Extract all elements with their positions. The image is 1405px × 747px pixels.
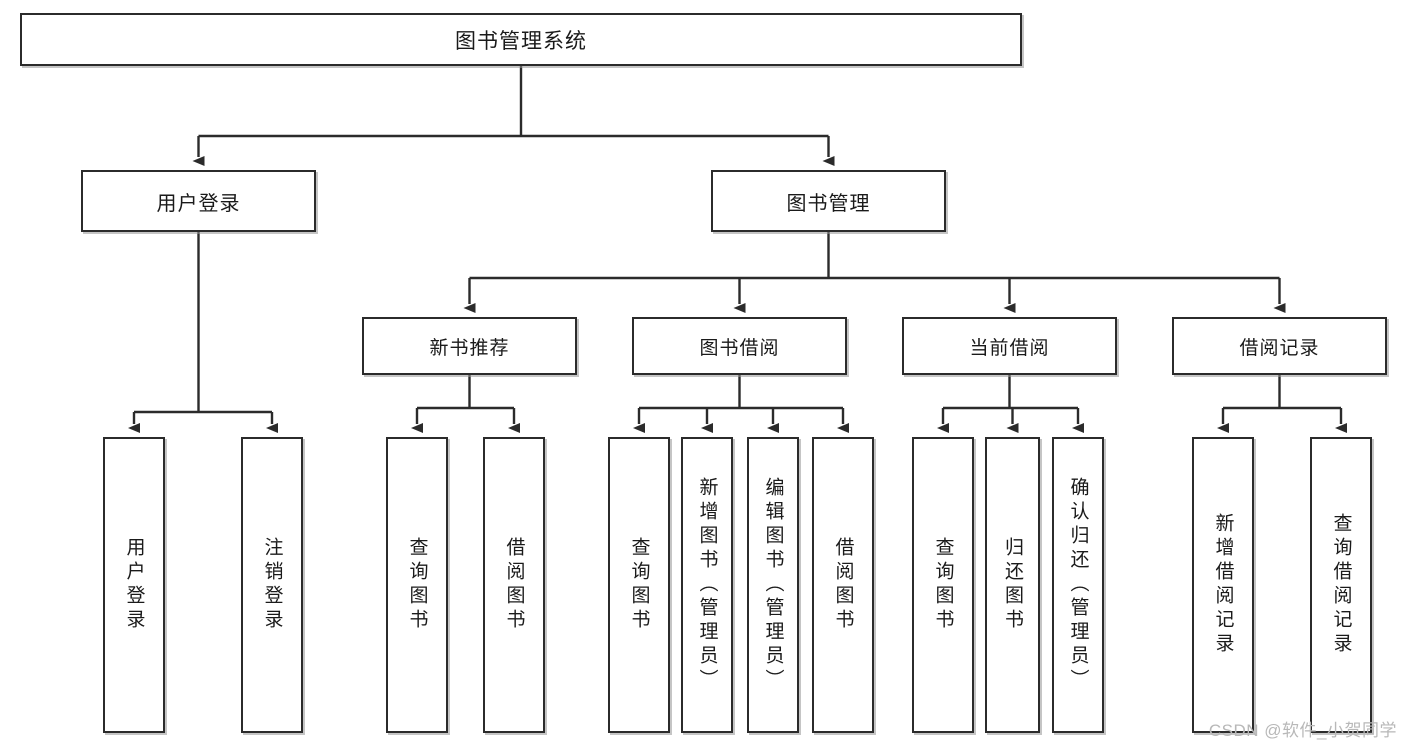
node-label: 新增图书（管理员） — [696, 477, 718, 693]
node-book-manage[interactable]: 图书管理 — [711, 170, 946, 232]
node-leaf-logout[interactable]: 注销登录 — [241, 437, 303, 733]
node-label: 借阅图书 — [503, 537, 525, 633]
node-leaf-borrow-1[interactable]: 借阅图书 — [483, 437, 545, 733]
node-leaf-user-login[interactable]: 用户登录 — [103, 437, 165, 733]
node-leaf-borrow-2[interactable]: 借阅图书 — [812, 437, 874, 733]
node-leaf-query-1[interactable]: 查询图书 — [386, 437, 448, 733]
node-leaf-return[interactable]: 归还图书 — [985, 437, 1040, 733]
node-leaf-confirm[interactable]: 确认归还（管理员） — [1052, 437, 1104, 733]
node-label: 当前借阅 — [969, 337, 1050, 359]
node-root[interactable]: 图书管理系统 — [20, 13, 1022, 66]
node-label: 用户登录 — [123, 537, 145, 633]
node-label: 查询借阅记录 — [1330, 513, 1352, 657]
node-label: 注销登录 — [261, 537, 283, 633]
node-label: 新书推荐 — [429, 337, 510, 359]
node-book-borrow[interactable]: 图书借阅 — [632, 317, 847, 375]
node-label: 图书管理系统 — [455, 29, 587, 53]
node-leaf-query-2[interactable]: 查询图书 — [608, 437, 670, 733]
node-label: 确认归还（管理员） — [1067, 477, 1089, 693]
node-label: 编辑图书（管理员） — [762, 477, 784, 693]
node-label: 归还图书 — [1002, 537, 1023, 633]
node-borrow-record[interactable]: 借阅记录 — [1172, 317, 1387, 375]
node-new-book-rec[interactable]: 新书推荐 — [362, 317, 577, 375]
node-current-borrow[interactable]: 当前借阅 — [902, 317, 1117, 375]
node-label: 新增借阅记录 — [1212, 513, 1234, 657]
node-label: 借阅记录 — [1239, 337, 1320, 359]
node-leaf-query-rec[interactable]: 查询借阅记录 — [1310, 437, 1372, 733]
node-label: 图书管理 — [786, 192, 871, 215]
node-label: 图书借阅 — [699, 337, 780, 359]
node-leaf-add-rec[interactable]: 新增借阅记录 — [1192, 437, 1254, 733]
node-leaf-add-book[interactable]: 新增图书（管理员） — [681, 437, 733, 733]
node-leaf-edit-book[interactable]: 编辑图书（管理员） — [747, 437, 799, 733]
node-label: 查询图书 — [628, 537, 650, 633]
node-user-login[interactable]: 用户登录 — [81, 170, 316, 232]
node-label: 查询图书 — [932, 537, 954, 633]
node-leaf-query-3[interactable]: 查询图书 — [912, 437, 974, 733]
node-label: 查询图书 — [406, 537, 428, 633]
node-label: 用户登录 — [156, 192, 241, 215]
node-label: 借阅图书 — [832, 537, 854, 633]
